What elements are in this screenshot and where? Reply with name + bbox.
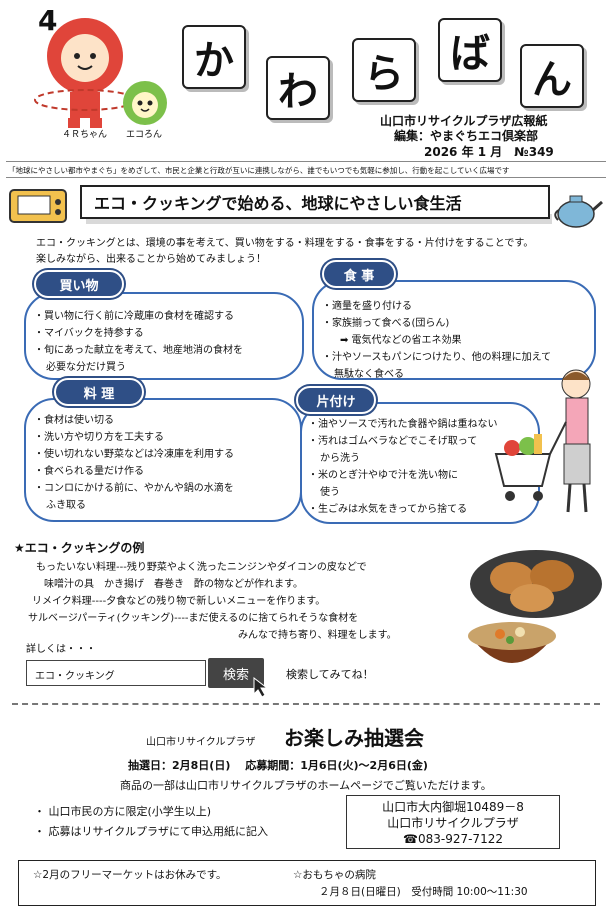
toaster-icon (6, 182, 70, 234)
list-item: ・使い切れない野菜などは冷凍庫を利用する (34, 449, 234, 460)
list-item: ・汁やソースもパンにつけたり、他の料理に加えて (322, 352, 552, 363)
list-item: ・油やソースで汚れた食器や鍋は重ねない (308, 419, 498, 430)
list-item: ふき取る (46, 500, 86, 511)
example-line: もったいない料理---残り野菜やよく洗ったニンジンやダイコンの皮などで (36, 562, 367, 573)
toy-hospital-detail: ２月８日(日曜日) 受付時間 10:00～11:30 (319, 886, 528, 898)
cooking-panel: ・食材は使い切る ・洗い方や切り方を工夫する ・使い切れない野菜などは冷凍庫を利… (24, 398, 302, 522)
mascot-4r-number: 4 (38, 4, 58, 37)
divider (6, 177, 606, 178)
cursor-icon (252, 676, 272, 702)
example-line: みんなで持ち寄り、料理をします。 (238, 630, 397, 641)
list-item: 使う (320, 487, 340, 498)
lottery-title: お楽しみ抽選会 (284, 726, 424, 750)
editor: 編集：やまぐちエコ倶楽部 (394, 129, 539, 143)
address-box: 山口市大内御堀10489－8 山口市リサイクルプラザ ☎083-927-7122 (346, 795, 560, 849)
phone-number: ☎083-927-7122 (403, 832, 503, 846)
title-char-2: わ (266, 56, 330, 120)
eco-cooking-examples: ★エコ・クッキングの例 もったいない料理---残り野菜やよく洗ったニンジンやダイ… (14, 540, 434, 644)
list-item: ・旬にあった献立を考えて、地産地消の食材を (34, 345, 243, 356)
search-hint: 検索してみてね！ (286, 668, 374, 681)
list-item: ・食べられる量だけ作る (34, 466, 144, 477)
shopping-panel: ・買い物に行く前に冷蔵庫の食材を確認する ・マイバックを持参する ・旬にあった献… (24, 292, 304, 380)
meal-panel: ・適量を盛り付ける ・家族揃って食べる(団らん) ➡ 電気代などの省エネ効果 ・… (312, 280, 596, 380)
toy-hospital-title: ☆おもちゃの病院 (293, 869, 376, 881)
section-divider (12, 703, 600, 705)
cleanup-label: 片付け (296, 386, 376, 414)
list-item: ・生ごみは水気をきってから捨てる (308, 504, 468, 515)
shopping-label: 買い物 (34, 270, 124, 298)
lottery-note: 商品の一部は山口市リサイクルプラザのホームページでご覧いただけます。 (120, 779, 492, 792)
cooking-label: 料 理 (54, 378, 144, 406)
lottery-dates: 抽選日：2月8日(日) 応募期間：1月6日(火)～2月6日(金) (128, 759, 428, 772)
title-char-5: ん (520, 44, 584, 108)
example-line: サルベージパーティ(クッキング)----まだ使えるのに捨てられそうな食材を (28, 613, 359, 624)
intro-line-2: 楽しみながら、出来ることから始めてみましょう！ (36, 254, 266, 265)
search-button-label: 検索 (222, 667, 249, 683)
mascot-4r-chan (30, 8, 140, 138)
banner-shadow (86, 214, 552, 224)
feature-intro: エコ・クッキングとは、環境の事を考えて、買い物をする・料理をする・食事をする・片… (36, 236, 596, 268)
flea-market-notice: ☆2月のフリーマーケットはお休みです。 (33, 869, 227, 881)
list-item: ・米のとぎ汁やゆで汁を洗い物に (308, 470, 458, 481)
address-line: 山口市大内御堀10489－8 (382, 800, 524, 814)
issue: 2026 年 1 月 №349 (424, 145, 554, 159)
lottery-org: 山口市リサイクルプラザ (146, 737, 256, 748)
title-char-1: か (182, 25, 246, 89)
list-item: ・家族揃って食べる(団らん) (322, 318, 450, 329)
meal-label: 食 事 (322, 260, 396, 288)
list-item: ・買い物に行く前に冷蔵庫の食材を確認する (34, 311, 234, 322)
list-item: ・適量を盛り付ける (322, 301, 412, 312)
list-item: ・食材は使い切る (34, 415, 114, 426)
example-line: リメイク料理----夕食などの残り物で新しいメニューを作ります。 (32, 596, 326, 607)
publisher: 山口市リサイクルプラザ広報紙 (380, 114, 548, 128)
list-item: から洗う (320, 453, 360, 464)
divider (6, 161, 606, 162)
lottery-conditions: ・ 山口市民の方に限定(小学生以上) ・ 応募はリサイクルプラザにて申込用紙に記… (34, 802, 268, 842)
list-item: ・コンロにかける前に、やかんや鍋の水滴を (34, 483, 234, 494)
title-char-3: ら (352, 38, 416, 102)
notices-box: ☆2月のフリーマーケットはお休みです。 ☆おもちゃの病院 ２月８日(日曜日) 受… (18, 860, 596, 906)
more-info-label: 詳しくは・・・ (26, 644, 96, 655)
list-item: ・汚れはゴムベラなどでこそげ取って (308, 436, 478, 447)
list-item: ・洗い方や切り方を工夫する (34, 432, 164, 443)
mascot-ecoron-name: エコろん (126, 130, 163, 140)
title-char-4: ば (438, 18, 502, 82)
shopper-illustration (488, 362, 606, 526)
list-item: ・ 応募はリサイクルプラザにて申込用紙に記入 (34, 825, 268, 838)
slogan: 「地球にやさしい都市やまぐち」をめざして、市民と企業と行政が互いに連携しながら、… (8, 166, 510, 175)
list-item: 無駄なく食べる (334, 369, 404, 380)
feature-title: エコ・クッキングで始める、地球にやさしい食生活 (80, 185, 550, 219)
food-illustration (440, 540, 608, 694)
examples-title: ★エコ・クッキングの例 (14, 541, 145, 555)
list-item: ➡ 電気代などの省エネ効果 (340, 335, 462, 346)
example-line: 味噌汁の具 かき揚げ 春巻き 酢の物などが作れます。 (44, 579, 303, 590)
list-item: ・マイバックを持参する (34, 328, 144, 339)
search-input[interactable]: エコ・クッキング (26, 660, 206, 686)
teapot-icon (552, 188, 604, 234)
list-item: 必要な分だけ買う (46, 362, 126, 373)
address-line: 山口市リサイクルプラザ (387, 816, 519, 830)
intro-line-1: エコ・クッキングとは、環境の事を考えて、買い物をする・料理をする・食事をする・片… (36, 238, 534, 249)
mascot-ecoron (120, 78, 170, 128)
mascot-4r-name: ４Ｒちゃん (62, 130, 108, 140)
list-item: ・ 山口市民の方に限定(小学生以上) (34, 805, 212, 818)
